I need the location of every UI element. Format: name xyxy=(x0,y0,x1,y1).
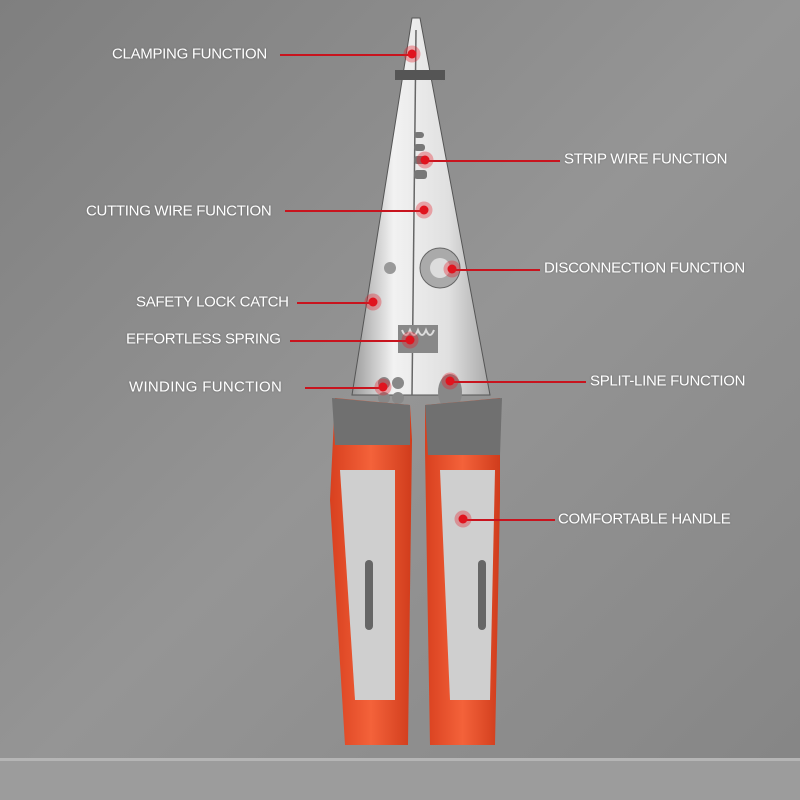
callout-disconnection-function: DISCONNECTION FUNCTION xyxy=(544,259,745,277)
callout-strip-wire-function: STRIP WIRE FUNCTION xyxy=(564,150,728,168)
callout-winding-function: WINDING FUNCTION xyxy=(129,378,283,396)
marker-dot xyxy=(368,297,378,307)
leader-line xyxy=(297,302,373,304)
callout-safety-lock-catch: SAFETY LOCK CATCH xyxy=(136,293,289,311)
leader-line xyxy=(290,340,410,342)
marker-dot xyxy=(407,49,417,59)
marker-dot xyxy=(445,376,455,386)
marker-dot xyxy=(447,264,457,274)
leader-line xyxy=(463,519,555,521)
leader-line xyxy=(452,269,540,271)
callout-effortless-spring: EFFORTLESS SPRING xyxy=(126,330,281,348)
callout-split-line-function: SPLIT-LINE FUNCTION xyxy=(590,372,746,390)
leader-line xyxy=(285,210,424,212)
marker-dot xyxy=(419,205,429,215)
floor xyxy=(0,760,800,800)
callout-comfortable-handle: COMFORTABLE HANDLE xyxy=(558,510,731,528)
leader-line xyxy=(305,387,383,389)
marker-dot xyxy=(458,514,468,524)
marker-dot xyxy=(378,382,388,392)
leader-line xyxy=(425,160,560,162)
marker-dot xyxy=(420,155,430,165)
callout-clamping-function: CLAMPING FUNCTION xyxy=(112,45,267,63)
leader-line xyxy=(450,381,586,383)
leader-line xyxy=(280,54,412,56)
marker-dot xyxy=(405,335,415,345)
callout-cutting-wire-function: CUTTING WIRE FUNCTION xyxy=(86,202,272,220)
